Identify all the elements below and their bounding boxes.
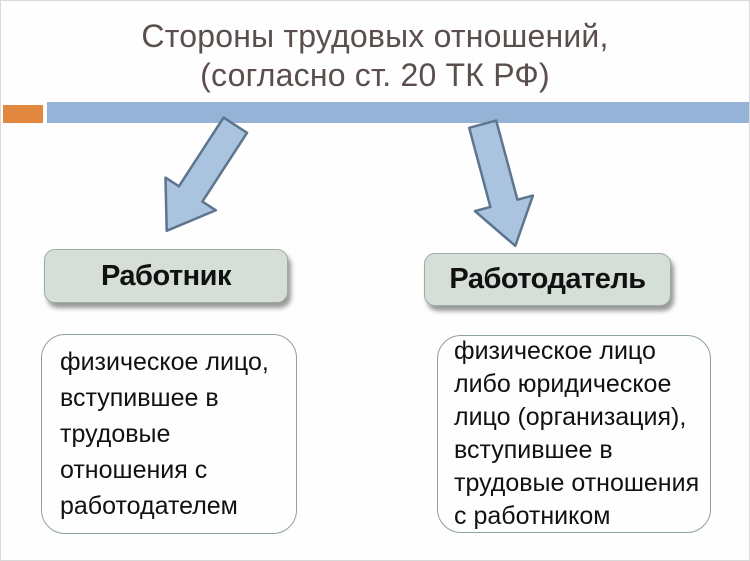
employer-label: Работодатель [449,263,646,295]
arrow-down-left-icon [164,116,249,233]
slide-title: Стороны трудовых отношений, (согласно ст… [1,17,749,95]
arrow-down-right-icon [467,119,535,248]
employer-description: физическое лицо либо юридическое лицо (о… [454,337,700,530]
arrow-shape [164,116,249,233]
accent-bar-orange [3,105,43,123]
employer-label-box: Работодатель [424,253,671,306]
slide-title-line2: (согласно ст. 20 ТК РФ) [200,57,550,93]
worker-label-box: Работник [44,249,288,303]
worker-label: Работник [100,259,232,292]
accent-bar-blue [47,102,749,123]
slide-title-line1: Стороны трудовых отношений, [141,18,609,54]
employer-description-box: физическое лицо либо юридическое лицо (о… [437,335,711,533]
worker-description: физическое лицо, вступившее в трудовые о… [60,348,269,520]
worker-description-box: физическое лицо, вступившее в трудовые о… [41,334,297,534]
arrow-shape [467,119,535,248]
